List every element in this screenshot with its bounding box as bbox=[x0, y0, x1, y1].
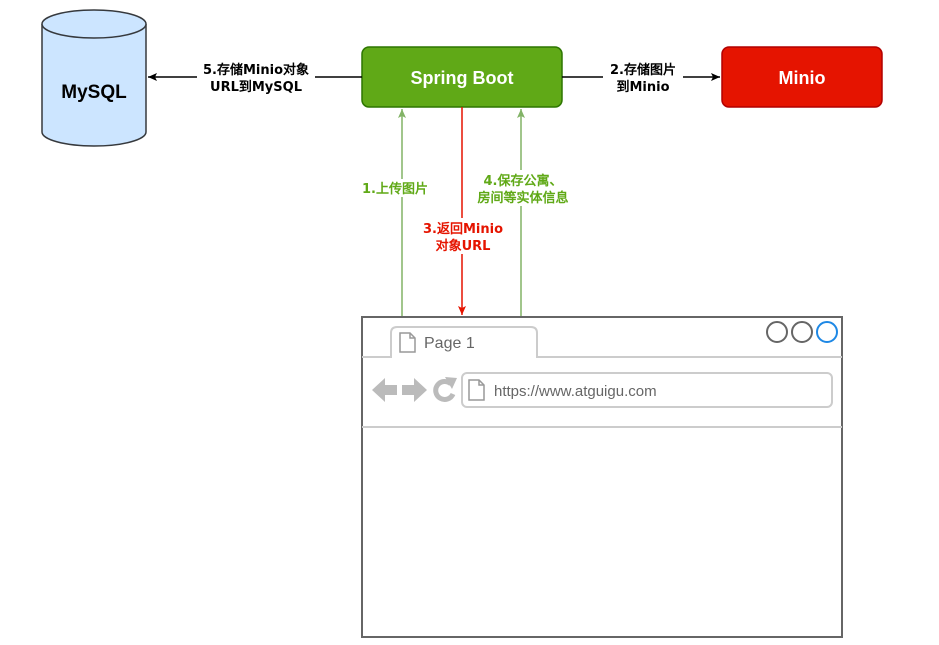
edge3-label-line1: 3.返回Minio bbox=[423, 222, 503, 237]
edge1-label: 1.上传图片 bbox=[362, 181, 428, 197]
mysql-node: MySQL bbox=[41, 9, 147, 147]
edge4-label-line1: 4.保存公寓、 bbox=[484, 173, 563, 189]
tab-label: Page 1 bbox=[424, 335, 475, 352]
edge3-label-bg bbox=[421, 218, 505, 254]
edge1-label-bg bbox=[355, 179, 435, 197]
window-control-circle-3[interactable] bbox=[816, 321, 838, 343]
forward-arrow-icon[interactable] bbox=[402, 378, 427, 402]
edge3-label-line2: 对象URL bbox=[436, 238, 491, 254]
browser-window: Page 1 https://www.atguigu.com bbox=[361, 316, 843, 638]
tab-page-1[interactable]: Page 1 bbox=[390, 326, 538, 359]
spring-boot-label: Spring Boot bbox=[411, 68, 514, 88]
mysql-label: MySQL bbox=[61, 82, 127, 103]
edge4-label-line2: 房间等实体信息 bbox=[477, 190, 568, 206]
page-icon bbox=[399, 332, 416, 353]
edge2-label-line2: 到Minio bbox=[616, 80, 669, 95]
address-bar-box bbox=[461, 372, 833, 408]
minio-node: Minio bbox=[721, 46, 883, 108]
edge5-label-bg bbox=[197, 60, 315, 96]
minio-box bbox=[721, 46, 883, 108]
edge5-label-line1: 5.存储Minio对象 bbox=[203, 62, 309, 78]
edge2-label-line1: 2.存储图片 bbox=[610, 62, 676, 78]
tab-shape bbox=[390, 326, 538, 357]
spring-boot-node: Spring Boot bbox=[361, 46, 563, 108]
edge5-label-line2: URL到MySQL bbox=[210, 80, 302, 95]
window-control-circle-1[interactable] bbox=[766, 321, 788, 343]
address-bar[interactable]: https://www.atguigu.com bbox=[461, 372, 833, 408]
back-arrow-icon[interactable] bbox=[372, 378, 397, 402]
mysql-cylinder-body bbox=[41, 24, 147, 147]
reload-icon[interactable] bbox=[433, 377, 457, 402]
address-url: https://www.atguigu.com bbox=[494, 383, 657, 400]
mysql-cylinder-top bbox=[41, 9, 147, 39]
minio-label: Minio bbox=[779, 68, 826, 88]
address-page-icon bbox=[468, 379, 485, 401]
page-content-area bbox=[363, 428, 841, 636]
edge4-label-bg bbox=[468, 170, 578, 206]
edge2-label-bg bbox=[603, 60, 683, 96]
window-control-circle-2[interactable] bbox=[791, 321, 813, 343]
